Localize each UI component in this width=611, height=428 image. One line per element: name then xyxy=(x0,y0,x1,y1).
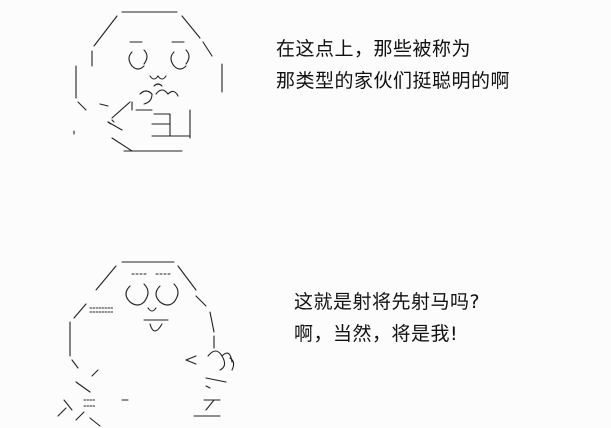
caption-line: 啊，当然，将是我! xyxy=(294,323,459,345)
caption-line: 这就是射将先射马吗? xyxy=(294,291,481,313)
panel-top: 在这点上，那些被称为 那类型的家伙们挺聪明的啊 xyxy=(72,6,510,161)
ascii-art-face-pointing xyxy=(72,6,242,161)
caption-top: 在这点上，那些被称为 那类型的家伙们挺聪明的啊 xyxy=(276,33,510,97)
caption-line: 那类型的家伙们挺聪明的啊 xyxy=(276,70,511,92)
caption-line: 在这点上，那些被称为 xyxy=(276,38,472,60)
ascii-art-face-gesturing xyxy=(56,260,256,428)
caption-bottom: 这就是射将先射马吗? 啊，当然，将是我! xyxy=(294,286,480,350)
panel-bottom: 这就是射将先射马吗? 啊，当然，将是我! xyxy=(0,214,611,428)
